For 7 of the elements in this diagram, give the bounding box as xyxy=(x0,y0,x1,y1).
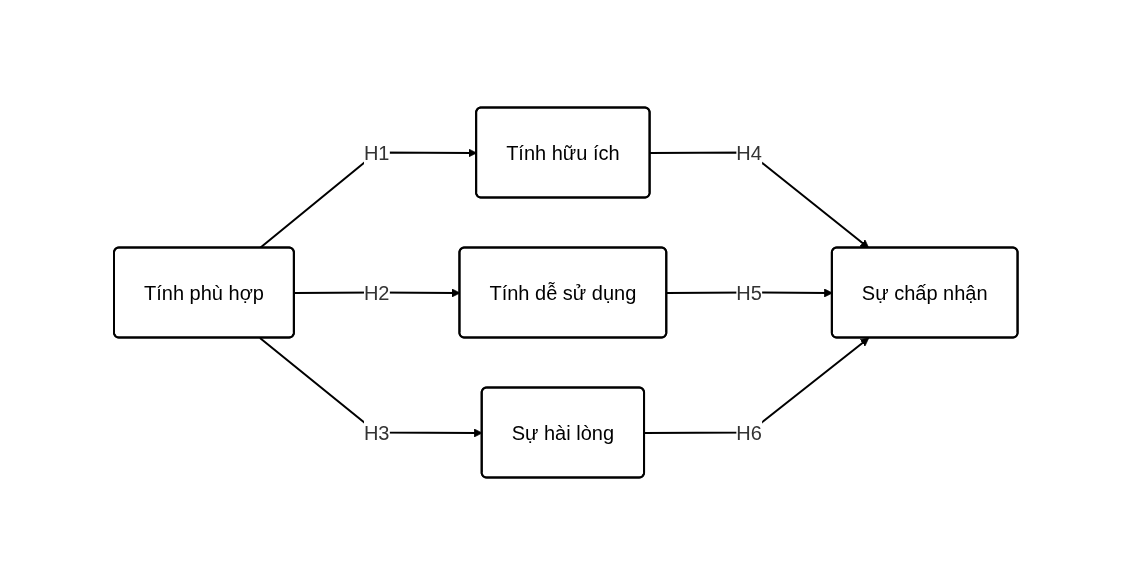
edge-label: H3 xyxy=(363,421,390,444)
arrow xyxy=(643,337,869,434)
edge-label: H5 xyxy=(736,281,762,304)
edge-label: H2 xyxy=(363,281,390,304)
edge-label: H4 xyxy=(736,141,762,164)
edge-label: H6 xyxy=(736,421,762,444)
edge-label: H1 xyxy=(363,141,390,164)
